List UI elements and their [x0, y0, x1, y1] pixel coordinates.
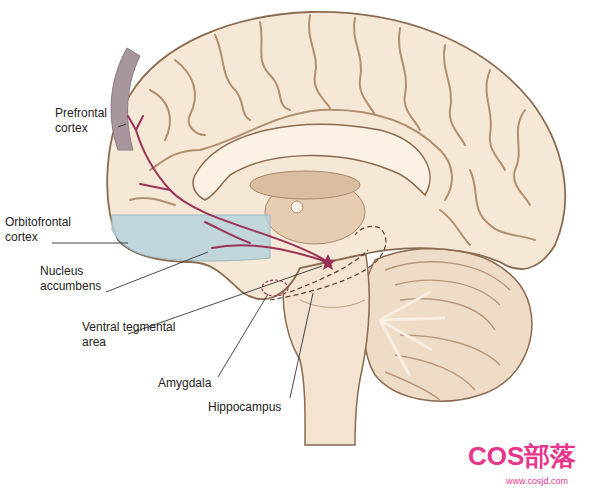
- region-label: Amygdala: [158, 376, 228, 391]
- brainstem: [283, 255, 369, 445]
- orbitofrontal-region: [112, 215, 270, 261]
- region-label: Orbitofrontal cortex: [5, 215, 93, 245]
- cerebellum-folia: [385, 262, 510, 400]
- region-label: Ventral tegmental area: [82, 320, 182, 350]
- fornix: [291, 201, 303, 213]
- cerebrum: [107, 12, 565, 299]
- hippocampus-outline: [270, 226, 386, 300]
- prefrontal-region: [111, 48, 140, 150]
- dopamine-pathway: [128, 116, 328, 262]
- arbor-vitae: [380, 292, 445, 376]
- region-label: Prefrontal cortex: [55, 106, 119, 136]
- watermark: COS部落: [468, 440, 588, 473]
- corpus-callosum: [193, 124, 430, 200]
- hippocampus-outline: [290, 250, 368, 292]
- vta-star: [320, 254, 336, 270]
- region-label: Nucleus accumbens: [40, 264, 120, 294]
- leader-lines: [52, 124, 322, 398]
- sulci: [130, 15, 535, 245]
- region-label: Hippocampus: [208, 400, 293, 415]
- ventricle: [250, 171, 360, 199]
- cerebellum: [363, 249, 532, 402]
- watermark-url: www.cosjd.com: [506, 476, 586, 487]
